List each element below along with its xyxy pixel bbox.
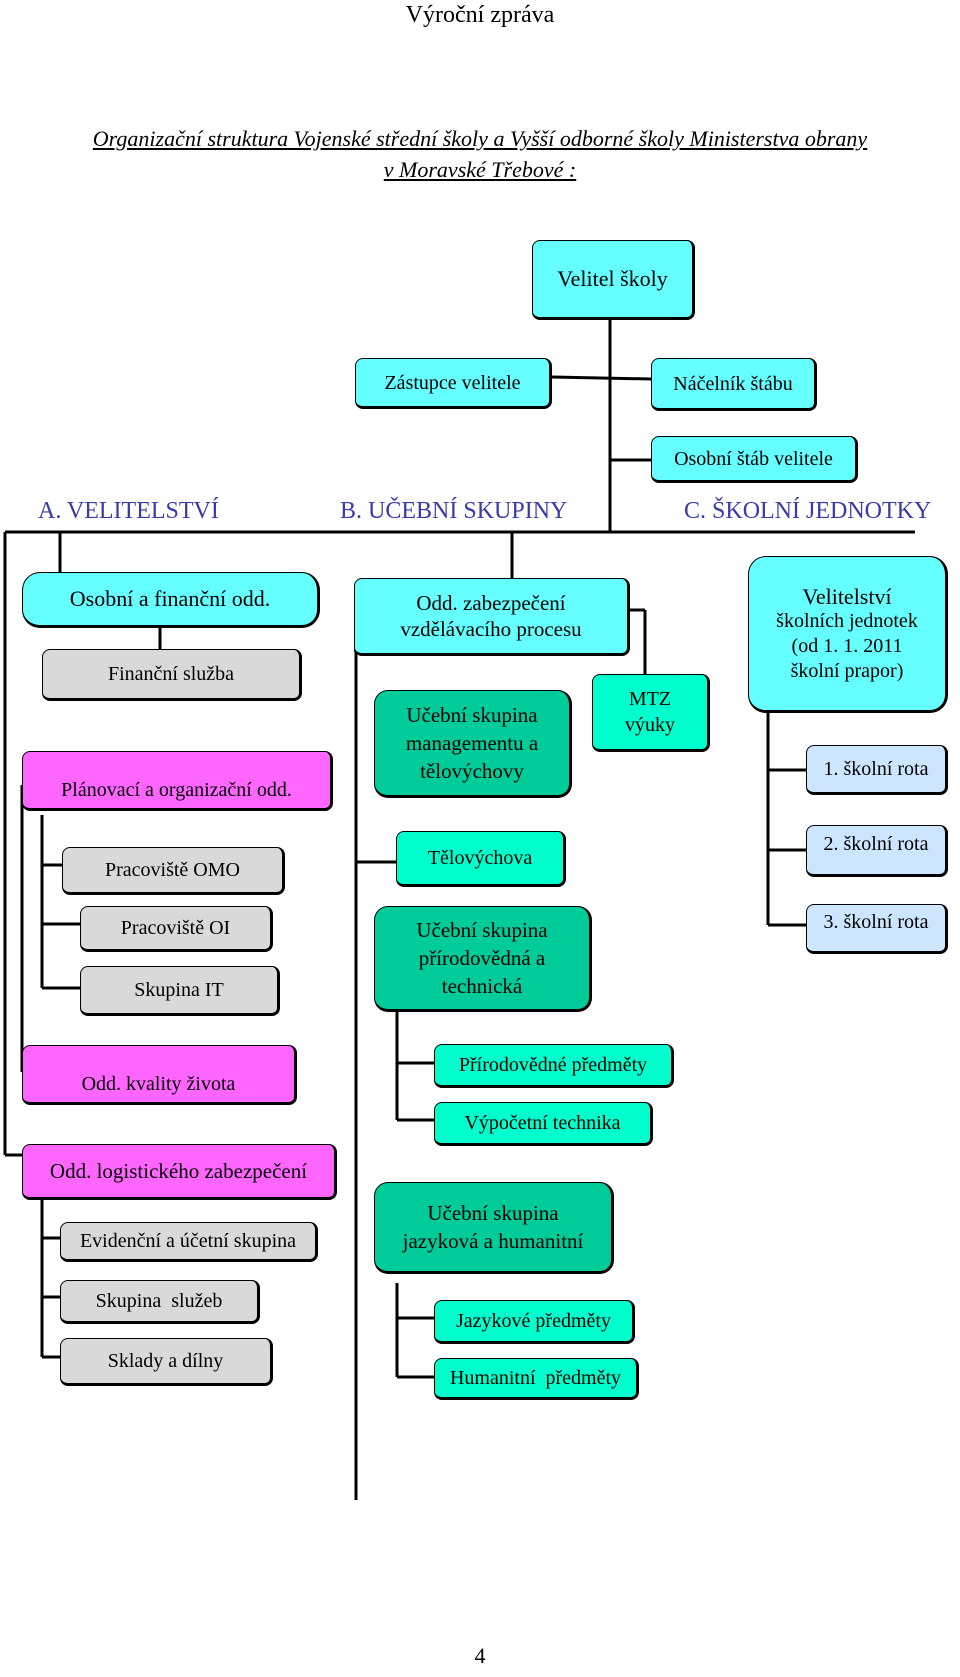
box-pracoviste-oi: Pracoviště OI: [80, 906, 273, 952]
label-jazykova-l2: jazyková a humanitní: [402, 1229, 584, 1253]
label-velitel-skoly: Velitel školy: [557, 266, 668, 291]
box-skupina-management: Učební skupina managementu a tělovýchovy: [374, 690, 572, 798]
box-zastupce-velitele: Zástupce velitele: [355, 358, 552, 409]
label-osobni-financni: Osobní a finanční odd.: [69, 586, 271, 611]
label-jazykove-predmety: Jazykové předměty: [456, 1310, 611, 1332]
label-planovaci-organizacni: Plánovací a organizační odd.: [61, 779, 292, 801]
label-management-l3: tělovýchovy: [420, 759, 524, 783]
title-line-1: Organizační struktura Vojenské střední š…: [92, 126, 868, 151]
box-mtz-vyuky: MTZ výuky: [592, 674, 710, 752]
title-line-2: v Moravské Třebové :: [383, 157, 577, 182]
box-skupina-it: Skupina IT: [80, 966, 280, 1016]
box-skolni-rota-1: 1. školní rota: [806, 745, 948, 795]
label-mtz-l1: MTZ: [628, 688, 672, 710]
label-prirodovedne-predmety: Přírodovědné předměty: [458, 1054, 648, 1076]
label-skupina-it: Skupina IT: [134, 979, 224, 1001]
box-skolni-rota-2: 2. školní rota: [806, 825, 948, 877]
label-nacelnik-stabu: Náčelník štábu: [673, 372, 793, 395]
box-zabezpeceni-vzdelavaciho: Odd. zabezpečení vzdělávacího procesu: [354, 578, 630, 656]
label-vypocetni-technika: Výpočetní technika: [464, 1112, 621, 1134]
section-velitelstvi: A. VELITELSTVÍ: [38, 498, 227, 525]
box-logisticke-zabezpeceni: Odd. logistického zabezpečení: [22, 1144, 337, 1200]
page-header: Výroční zpráva: [405, 2, 555, 28]
diagram-title: Organizační struktura Vojenské střední š…: [0, 123, 960, 185]
label-velitelstvi-l1: Velitelství: [802, 583, 892, 609]
label-zastupce-velitele: Zástupce velitele: [384, 371, 521, 394]
label-sklady-dilny: Sklady a dílny: [107, 1350, 224, 1372]
label-mtz-l2: výuky: [625, 714, 675, 736]
label-pracoviste-oi: Pracoviště OI: [120, 917, 231, 939]
label-velitelstvi-l4: školní prapor): [790, 659, 904, 682]
box-sklady-dilny: Sklady a dílny: [60, 1338, 273, 1386]
label-zabezpeceni-l1: Odd. zabezpečení: [416, 591, 566, 615]
label-evidencni-ucetni: Evidenční a účetní skupina: [79, 1230, 297, 1252]
label-prirodovedna-l3: technická: [441, 974, 523, 998]
label-skolni-rota-2: 2. školní rota: [823, 833, 929, 855]
box-humanitni-predmety: Humanitní předměty: [434, 1358, 639, 1400]
label-financni-sluzba: Finanční služba: [107, 663, 235, 685]
page-number: 4: [474, 1643, 486, 1668]
label-velitelstvi-l2: školních jednotek: [776, 609, 918, 632]
label-telovychova: Tělovýchova: [427, 847, 533, 869]
box-skupina-jazykova: Učební skupina jazyková a humanitní: [374, 1182, 614, 1274]
box-planovaci-organizacni: Plánovací a organizační odd.: [22, 751, 333, 811]
box-osobni-financni: Osobní a finanční odd.: [22, 572, 320, 628]
label-management-l1: Učební skupina: [406, 703, 538, 727]
label-osobni-stab-velitele: Osobní štáb velitele: [674, 447, 833, 470]
box-jazykove-predmety: Jazykové předměty: [434, 1300, 635, 1344]
box-evidencni-ucetni: Evidenční a účetní skupina: [60, 1222, 318, 1262]
box-velitel-skoly: Velitel školy: [532, 240, 695, 320]
box-kvality-zivota: Odd. kvality života: [22, 1045, 297, 1105]
label-zabezpeceni-l2: vzdělávacího procesu: [400, 617, 582, 641]
box-financni-sluzba: Finanční služba: [42, 649, 302, 701]
box-skolni-rota-3: 3. školní rota: [806, 904, 948, 954]
box-prirodovedne-predmety: Přírodovědné předměty: [434, 1044, 674, 1088]
box-velitelstvi-jednotek: Velitelství školních jednotek (od 1. 1. …: [748, 556, 948, 713]
box-vypocetni-technika: Výpočetní technika: [434, 1102, 653, 1146]
box-skupina-sluzeb: Skupina služeb: [60, 1280, 260, 1324]
label-management-l2: managementu a: [405, 731, 539, 755]
label-logisticke-zabezpeceni: Odd. logistického zabezpečení: [49, 1159, 308, 1183]
label-skolni-rota-3: 3. školní rota: [823, 911, 929, 933]
box-nacelnik-stabu: Náčelník štábu: [651, 358, 817, 411]
box-skupina-prirodovedna: Učební skupina přírodovědná a technická: [374, 906, 592, 1012]
label-prirodovedna-l2: přírodovědná a: [418, 946, 546, 970]
label-pracoviste-omo: Pracoviště OMO: [105, 859, 240, 881]
section-skolni-jednotky: C. ŠKOLNÍ JEDNOTKY: [676, 498, 932, 525]
box-telovychova: Tělovýchova: [396, 831, 566, 887]
section-ucebni-skupiny: B. UČEBNÍ SKUPINY: [332, 498, 576, 525]
label-kvality-zivota: Odd. kvality života: [81, 1073, 236, 1095]
label-jazykova-l1: Učební skupina: [427, 1201, 559, 1225]
box-pracoviste-omo: Pracoviště OMO: [62, 847, 285, 895]
box-osobni-stab-velitele: Osobní štáb velitele: [651, 436, 858, 483]
label-skupina-sluzeb: Skupina služeb: [95, 1290, 223, 1312]
label-velitelstvi-l3: (od 1. 1. 2011: [791, 634, 903, 657]
label-humanitni-predmety: Humanitní předměty: [449, 1367, 622, 1389]
label-prirodovedna-l1: Učební skupina: [416, 918, 548, 942]
label-skolni-rota-1: 1. školní rota: [823, 758, 929, 780]
